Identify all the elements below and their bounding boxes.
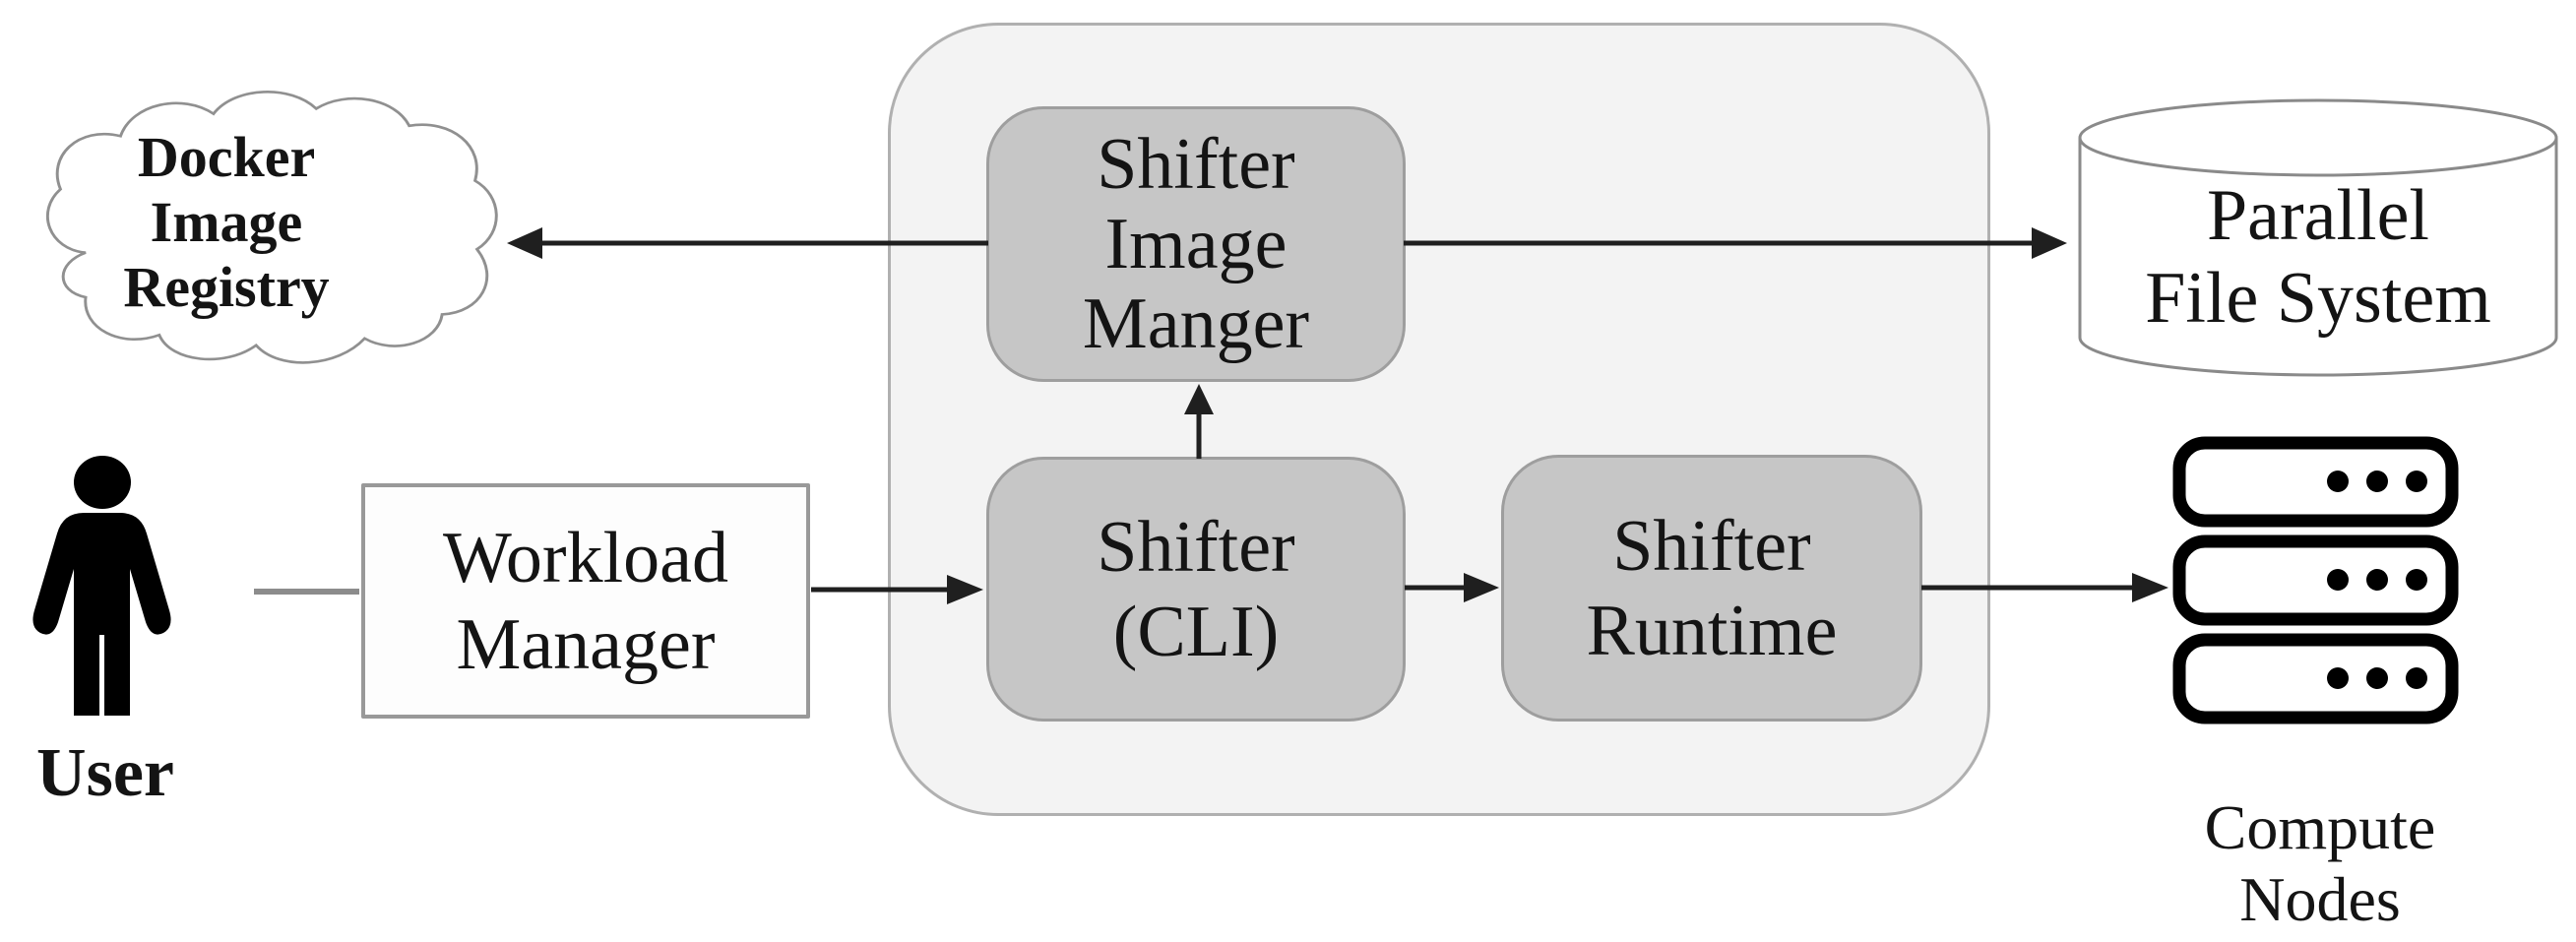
compute-nodes-icon bbox=[2172, 436, 2459, 724]
compute-node-1 bbox=[2172, 436, 2459, 528]
person-icon bbox=[32, 456, 171, 716]
compute-nodes-label: Compute Nodes bbox=[2204, 792, 2436, 934]
shifter-image-manager-box: Shifter Image Manger bbox=[986, 106, 1406, 382]
user-label: User bbox=[36, 735, 174, 811]
shifter-runtime-box: Shifter Runtime bbox=[1501, 455, 1922, 722]
parallel-file-system-label: Parallel File System bbox=[2145, 175, 2491, 339]
docker-image-registry-label: Docker Image Registry bbox=[123, 125, 330, 319]
workload-manager-box: Workload Manager bbox=[361, 483, 810, 719]
compute-node-3 bbox=[2172, 633, 2459, 724]
compute-node-2 bbox=[2172, 534, 2459, 626]
shifter-cli-box: Shifter (CLI) bbox=[986, 457, 1406, 722]
